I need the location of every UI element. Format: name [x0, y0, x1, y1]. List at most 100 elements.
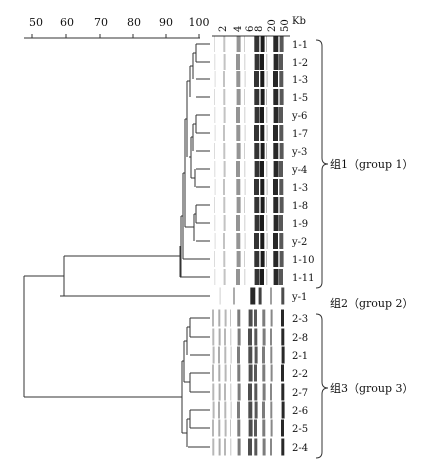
gel-band: [244, 54, 246, 70]
gel-band: [273, 71, 278, 87]
lane-label: 1-8: [292, 201, 308, 212]
gel-band: [248, 309, 253, 327]
gel-band: [254, 54, 260, 70]
gel-band: [218, 346, 220, 364]
gel-band: [254, 251, 260, 267]
gel-band: [281, 309, 284, 327]
gel-band: [236, 143, 241, 159]
gel-band: [281, 346, 285, 364]
gel-band: [212, 401, 215, 419]
gel-band: [273, 125, 278, 141]
gel-band: [273, 179, 278, 195]
size-tick-6: 6: [245, 26, 256, 32]
lane-label: 1-3: [292, 183, 308, 194]
lane-label: y-4: [291, 165, 307, 176]
gel-band: [270, 309, 273, 327]
group-2-label: 组2（group 2）: [330, 296, 414, 310]
gel-band: [279, 54, 283, 70]
gel-band: [223, 215, 226, 231]
gel-band: [254, 328, 258, 346]
gel-band: [214, 36, 215, 52]
gel-band: [260, 71, 265, 87]
gel-band: [266, 71, 268, 87]
gel-band: [214, 54, 216, 70]
lane-label: y-1: [291, 292, 307, 303]
gel-band: [236, 107, 240, 123]
gel-band: [262, 438, 266, 456]
gel-band: [273, 161, 279, 177]
gel-band: [223, 54, 226, 70]
gel-band: [254, 71, 259, 87]
gel-band: [281, 401, 285, 419]
gel-bands: [212, 36, 285, 456]
lane-label: 1-1: [292, 40, 308, 51]
gel-band: [230, 328, 232, 346]
group-labels: 组1（group 1） 组2（group 2） 组3（group 3）: [330, 157, 414, 395]
gel-band: [254, 383, 258, 401]
gel-band: [262, 309, 266, 327]
axis-tick-70: 70: [94, 16, 108, 29]
gel-band: [218, 438, 221, 456]
gel-band: [218, 309, 221, 327]
gel-band: [224, 383, 226, 401]
gel-band: [260, 143, 265, 159]
gel-band: [266, 251, 267, 267]
gel-band: [230, 364, 231, 382]
gel-band: [233, 287, 235, 305]
gel-band: [244, 125, 246, 141]
gel-band: [223, 233, 225, 249]
gel-band: [244, 143, 245, 159]
gel-band: [214, 233, 216, 249]
gel-band: [218, 328, 221, 346]
size-tick-20: 20: [267, 19, 278, 32]
gel-band: [237, 438, 241, 456]
gel-band: [254, 197, 260, 213]
gel-band: [281, 419, 284, 437]
gel-band: [254, 269, 260, 285]
gel-band: [244, 215, 246, 231]
lane-label: 2-7: [292, 388, 308, 399]
gel-band: [230, 383, 232, 401]
lane-label: 2-5: [292, 424, 308, 435]
gel-band: [254, 36, 260, 52]
gel-band: [250, 287, 256, 305]
lane-label: 2-3: [292, 314, 308, 325]
gel-band: [212, 364, 214, 382]
lane-label: y-2: [291, 237, 307, 248]
gel-band: [273, 197, 279, 213]
lane-label: 2-1: [292, 351, 308, 362]
gel-band: [258, 287, 262, 305]
lane-label: 2-4: [292, 443, 308, 454]
gel-band: [279, 143, 284, 159]
gel-band: [236, 89, 241, 105]
gel-band: [212, 438, 215, 456]
gel-band: [218, 364, 221, 382]
gel-band: [237, 309, 241, 327]
gel-band: [270, 364, 273, 382]
gel-band: [254, 161, 260, 177]
gel-band: [270, 438, 272, 456]
gel-band: [236, 197, 241, 213]
gel-band: [214, 251, 215, 267]
gel-band: [214, 71, 216, 87]
lane-label: y-6: [291, 111, 307, 122]
group-3-label: 组3（group 3）: [330, 381, 414, 395]
gel-band: [223, 89, 226, 105]
gel-band: [273, 143, 279, 159]
axis-tick-50: 50: [29, 16, 43, 29]
gel-band: [273, 107, 279, 123]
gel-band: [223, 179, 225, 195]
gel-band: [248, 419, 253, 437]
group-1-label: 组1（group 1）: [330, 157, 414, 171]
gel-band: [224, 364, 227, 382]
gel-band: [270, 346, 273, 364]
dendrogram: [23, 43, 210, 448]
size-tick-2: 2: [218, 26, 229, 32]
gel-band: [224, 419, 227, 437]
lane-label: 2-2: [292, 369, 308, 380]
gel-band: [214, 161, 216, 177]
gel-band: [236, 179, 241, 195]
gel-band: [281, 364, 284, 382]
gel-band: [262, 364, 266, 382]
